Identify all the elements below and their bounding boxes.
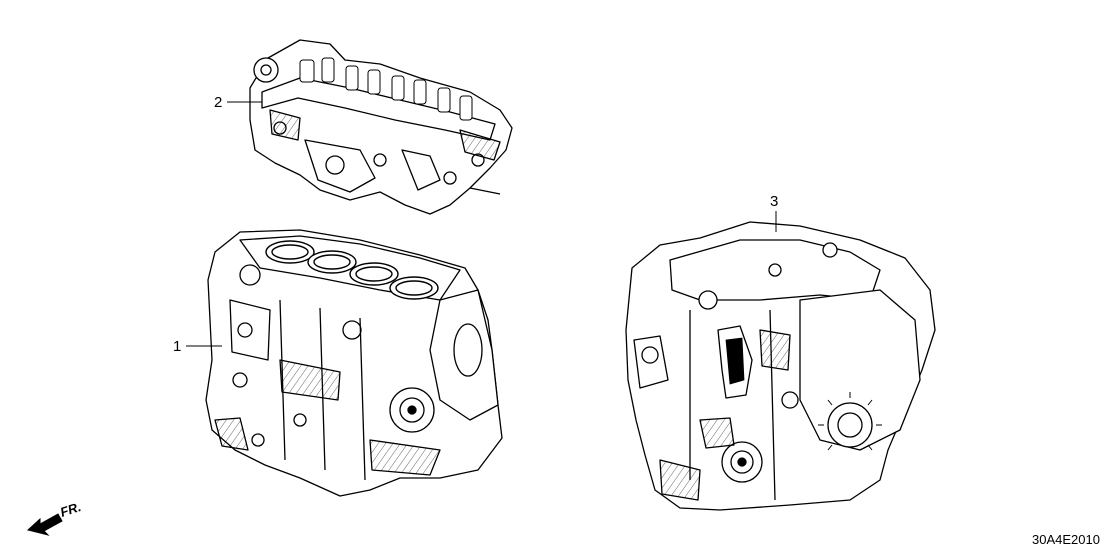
callout-2: 2 <box>214 94 262 111</box>
callout-3: 3 <box>770 193 778 232</box>
callout-label-3: 3 <box>770 193 778 210</box>
front-direction-label: FR. <box>58 499 83 520</box>
engine-block-illustration[interactable] <box>205 229 503 497</box>
cylinder-head-illustration[interactable] <box>249 39 513 215</box>
callout-label-1: 1 <box>173 338 181 355</box>
transmission-illustration[interactable] <box>625 221 936 511</box>
callout-label-2: 2 <box>214 94 222 111</box>
front-direction-indicator: FR. <box>26 499 83 536</box>
diagram-code: 30A4E2010 <box>1032 532 1100 547</box>
callout-1: 1 <box>173 338 222 355</box>
front-arrow-icon <box>26 513 63 536</box>
